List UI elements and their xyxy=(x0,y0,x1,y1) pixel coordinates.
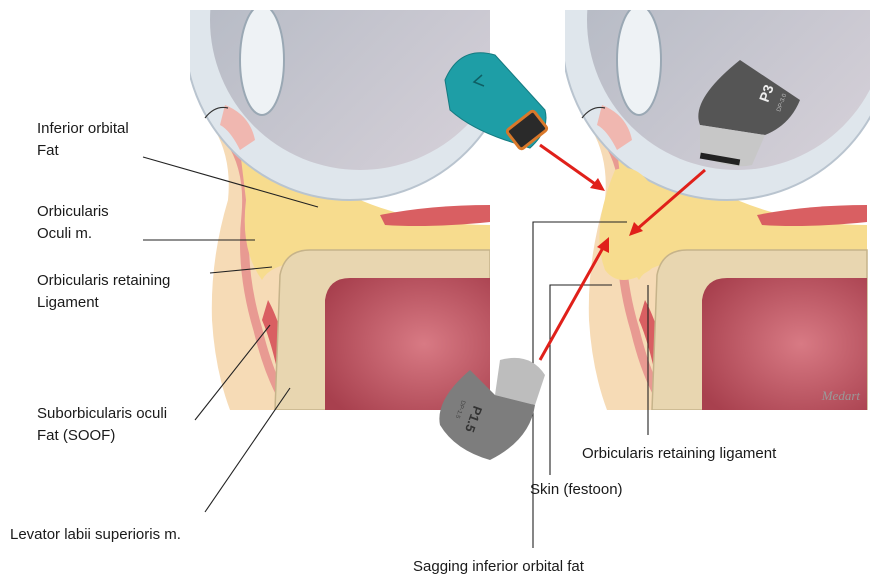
leader-line-levator xyxy=(204,387,291,513)
p15-probe: P1.5 DP-1.5 xyxy=(439,357,545,460)
label-skin-festoon: Skin (festoon) xyxy=(530,481,623,498)
teal-probe xyxy=(444,52,549,151)
label-sagging-fat: Sagging inferior orbital fat xyxy=(413,558,585,575)
label-soof: Suborbicularis oculi Fat (SOOF) xyxy=(37,405,171,444)
label-orbicularis-retaining-ligament: Orbicularis retaining Ligament xyxy=(37,272,175,311)
arrowhead xyxy=(590,178,605,191)
leader-line-soof xyxy=(194,324,271,421)
p3-probe: P3 DP-3.0 xyxy=(698,60,800,167)
label-orbicularis-oculi: Orbicularis Oculi m. xyxy=(37,203,113,242)
arrowhead xyxy=(597,237,609,253)
leader-line-ligament xyxy=(209,266,273,274)
label-retaining-ligament-right: Orbicularis retaining ligament xyxy=(582,445,777,462)
label-levator-labii: Levator labii superioris m. xyxy=(10,526,181,543)
arrow-p15-to-fat xyxy=(538,245,606,361)
leader-line-sagging-fat xyxy=(532,221,627,548)
arrow-p3-to-fat xyxy=(635,168,706,232)
p3-probe-label: P3 xyxy=(756,82,777,104)
watermark: Medart xyxy=(821,388,861,403)
label-inferior-orbital-fat: Inferior orbital Fat xyxy=(37,120,133,159)
arrow-teal-to-skin xyxy=(539,143,599,188)
leader-line-skin xyxy=(549,284,612,475)
right-anatomy-panel: Medart xyxy=(562,0,883,410)
leader-line-fat xyxy=(142,156,319,208)
arrows xyxy=(538,143,706,361)
arrowhead xyxy=(629,222,643,236)
